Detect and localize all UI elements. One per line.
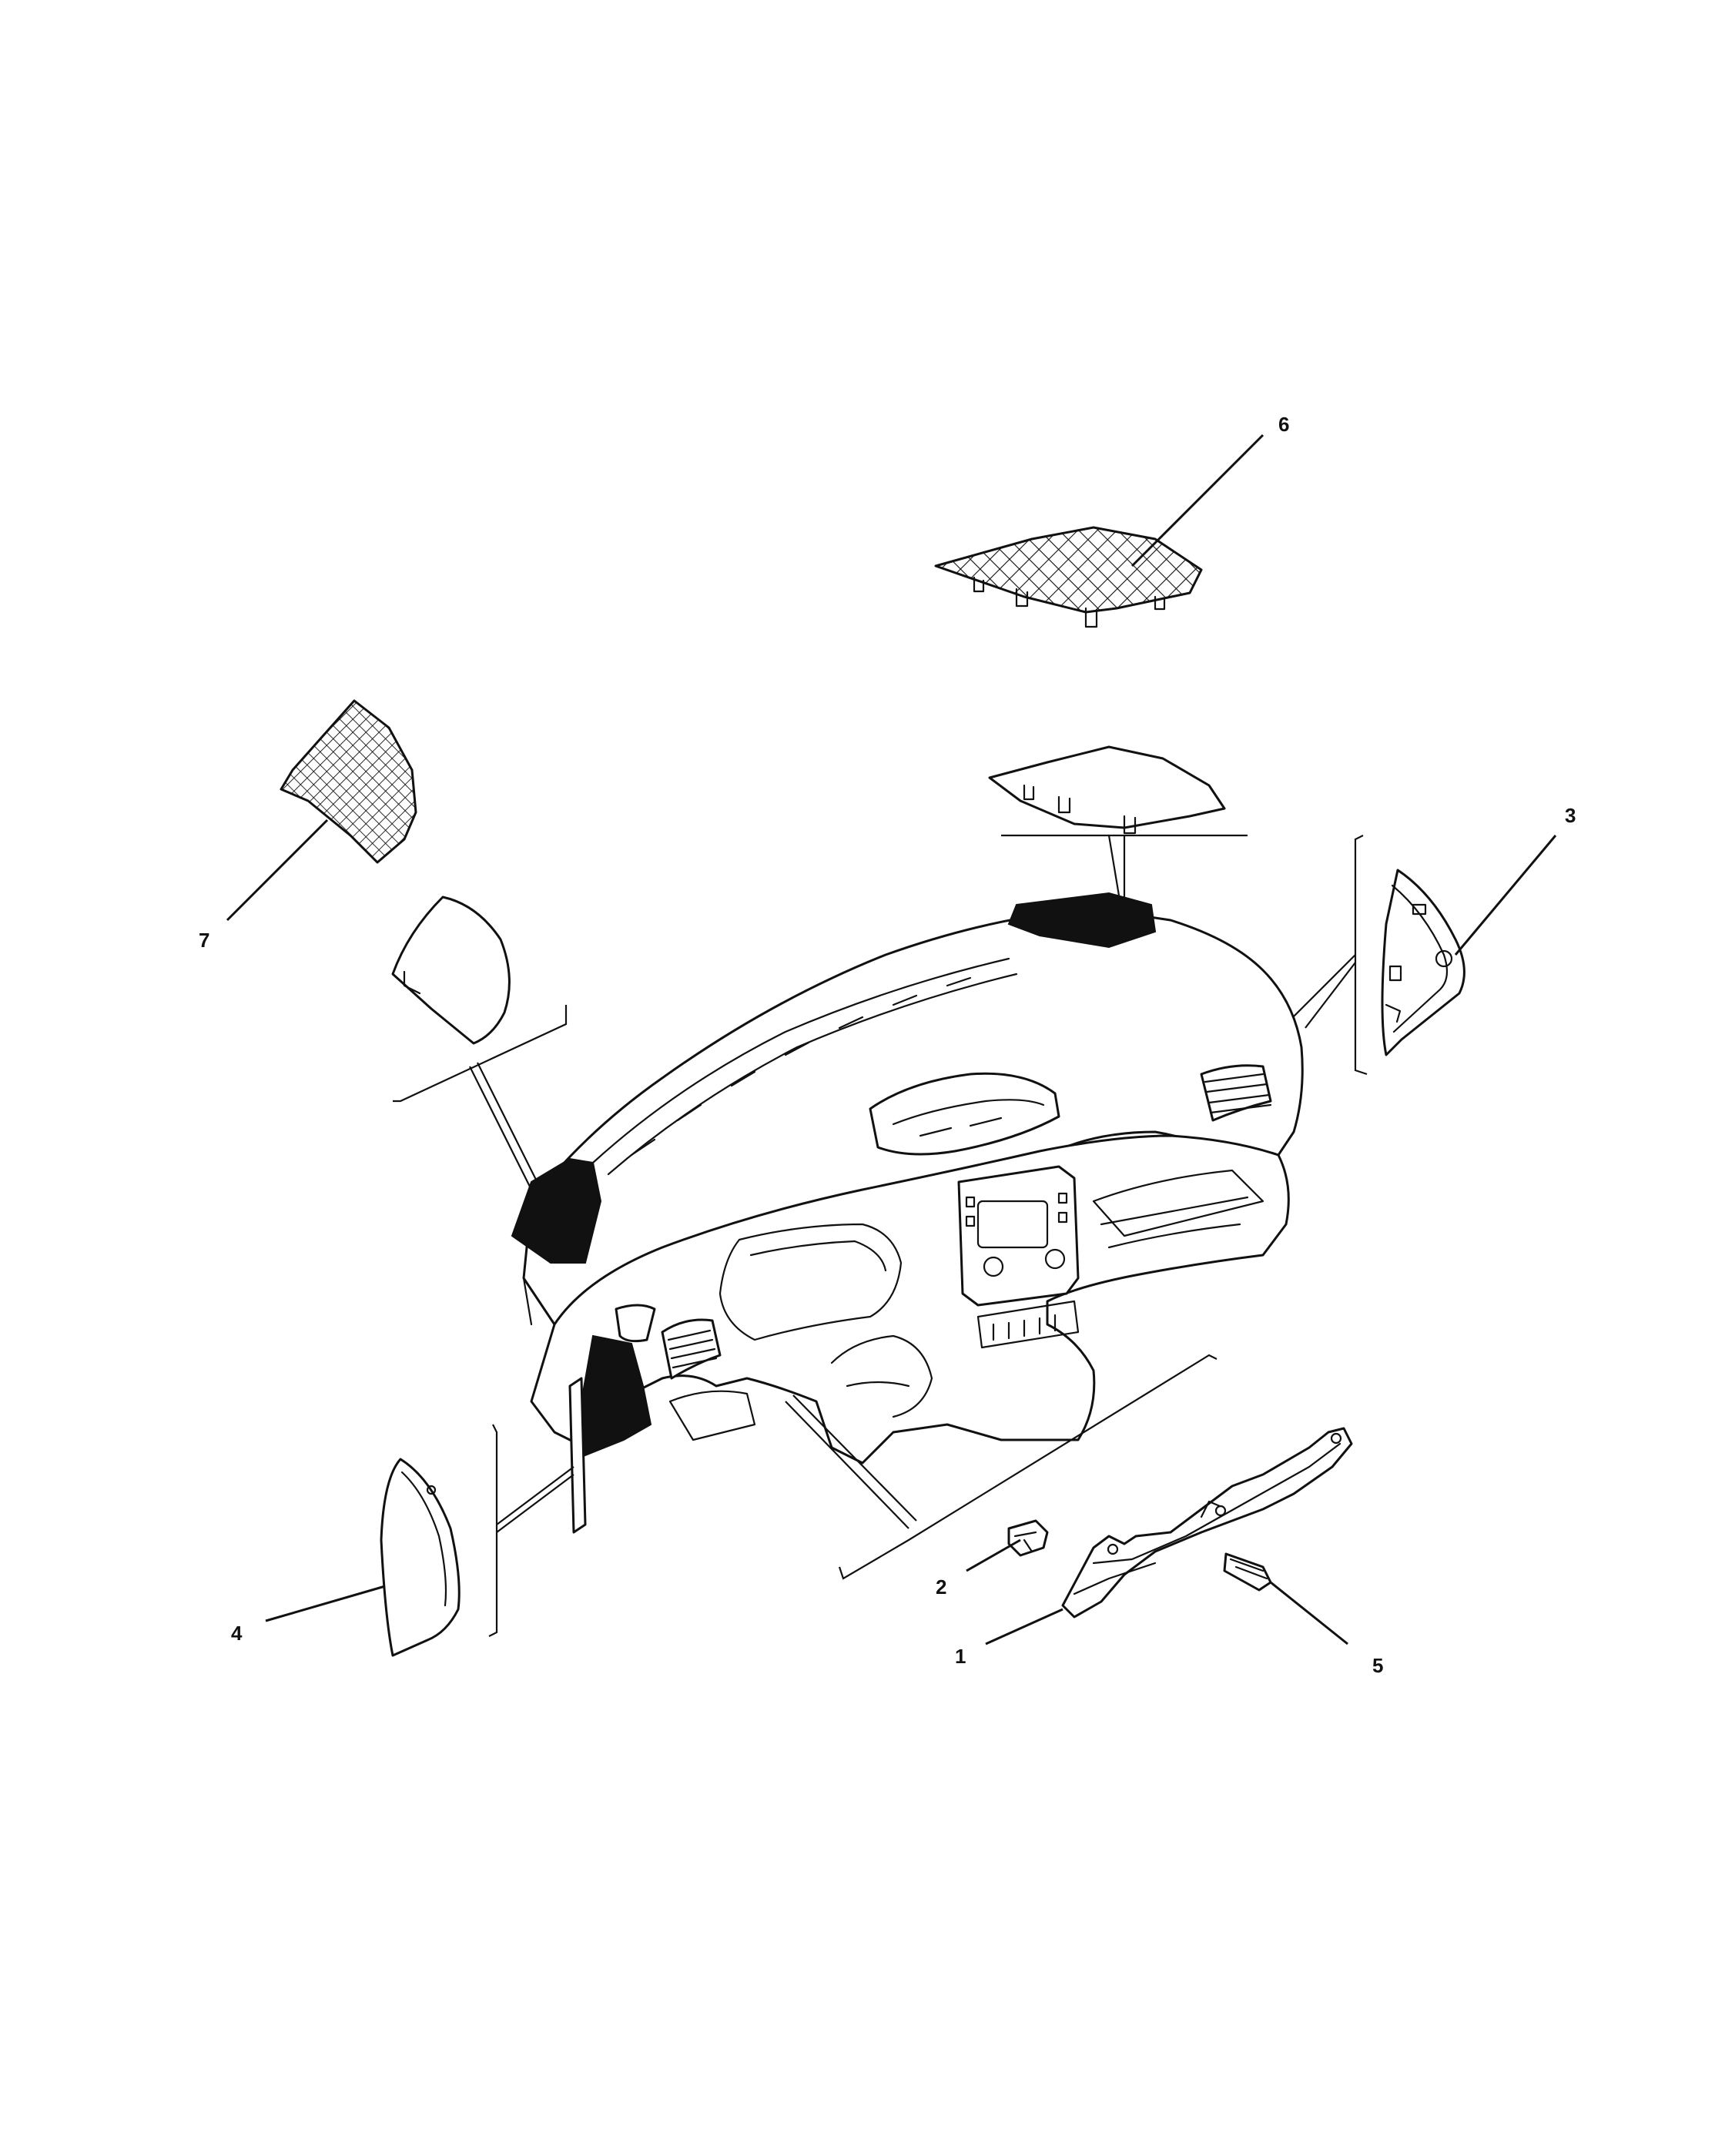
part-7-end-cap-panel	[280, 699, 417, 864]
part-6-upper-cover-panel	[934, 526, 1203, 628]
leader-3	[1454, 835, 1557, 956]
callout-7: 7	[199, 929, 209, 952]
leader-4	[265, 1585, 386, 1622]
part-2-bracket	[1007, 1519, 1049, 1557]
leader-7	[226, 819, 329, 922]
callout-5: 5	[1372, 1654, 1383, 1677]
callout-labels: 6 7 3 4 2 1 5	[199, 413, 1576, 1677]
leader-1	[985, 1608, 1063, 1645]
leader-lines	[226, 434, 1557, 1645]
part-4-left-end-cap	[380, 1458, 461, 1657]
leader-2	[966, 1538, 1021, 1572]
grouping-brackets	[393, 834, 1368, 1637]
part-1-support-bar	[1061, 1427, 1353, 1619]
part-3-right-end-cap	[1381, 869, 1465, 1056]
leader-5	[1270, 1581, 1348, 1645]
left-cover-outline	[391, 896, 511, 1045]
leader-6	[1130, 434, 1264, 567]
part-5-fastener	[1223, 1552, 1272, 1592]
callout-1: 1	[955, 1645, 966, 1668]
instrument-panel-assembly	[511, 892, 1304, 1534]
callout-6: 6	[1278, 413, 1289, 436]
callout-4: 4	[231, 1622, 243, 1645]
upper-cover-outline	[988, 745, 1226, 835]
callout-3: 3	[1565, 804, 1576, 827]
callout-2: 2	[936, 1575, 946, 1599]
